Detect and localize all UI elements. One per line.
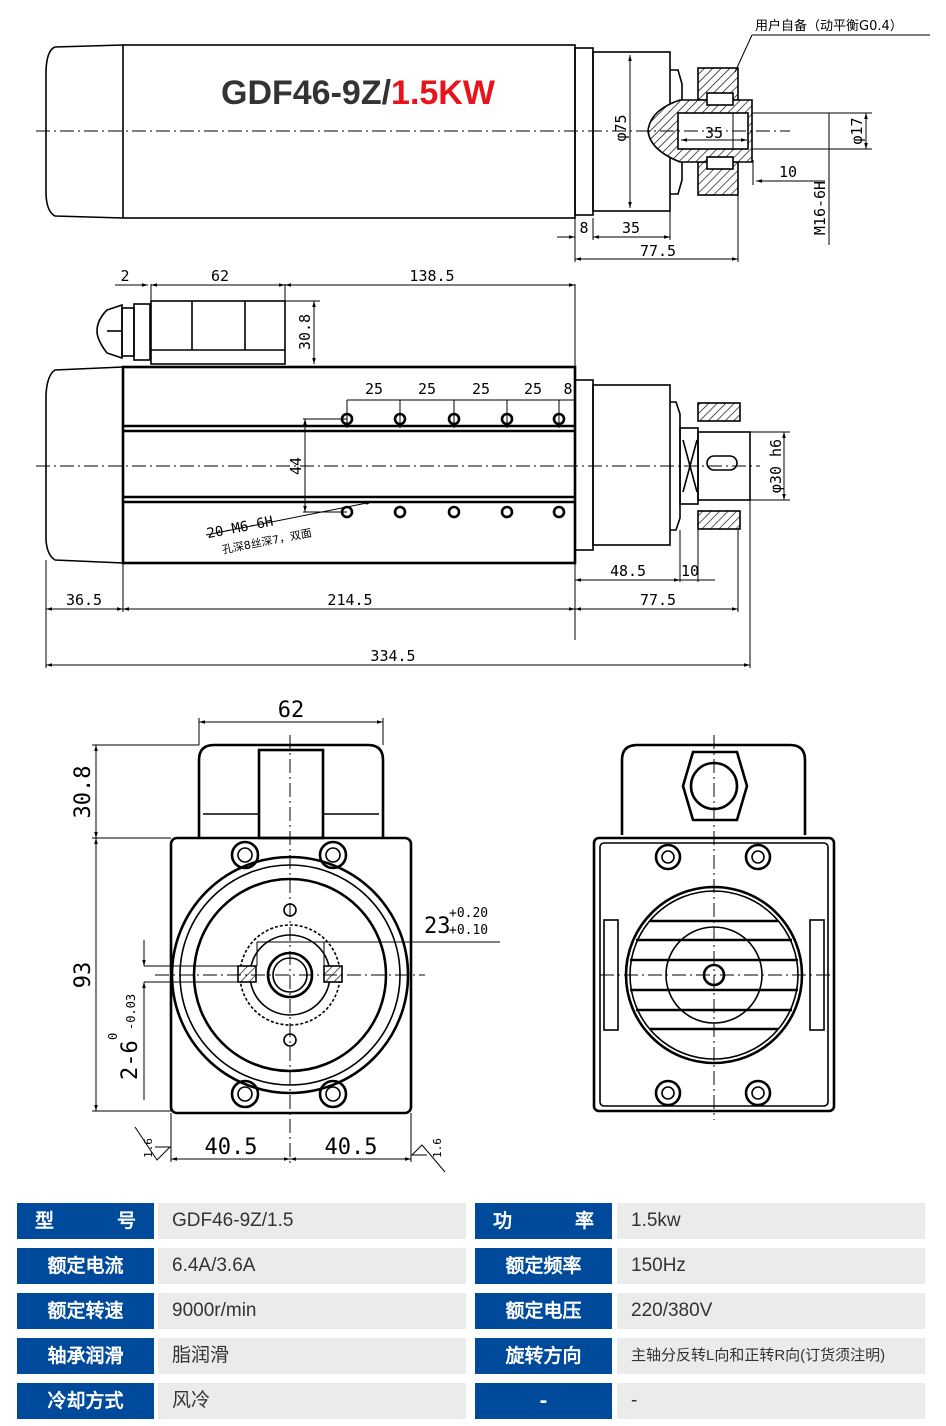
dim-key-lower: -0.03 bbox=[124, 994, 138, 1030]
dim-slot-lower: +0.10 bbox=[449, 923, 488, 938]
spec-value-power: 1.5kw bbox=[617, 1203, 925, 1239]
dim-62-front: 62 bbox=[278, 698, 305, 723]
dim-77-5-side: 77.5 bbox=[640, 591, 676, 609]
mount-holes-top bbox=[340, 412, 566, 426]
dim-2: 2 bbox=[120, 267, 129, 285]
dim-8: 8 bbox=[579, 219, 588, 237]
dim-phi75: φ75 bbox=[612, 114, 630, 141]
dim-pitch-5: 8 bbox=[563, 380, 572, 398]
dim-phi30: φ30 h6 bbox=[767, 439, 785, 493]
technical-drawing: φ75 35 φ17 10 M16-6H 8 35 77.5 用户自备（动平衡G… bbox=[36, 18, 930, 1173]
spec-label-current: 额定电流 bbox=[17, 1248, 154, 1284]
dim-138-5: 138.5 bbox=[409, 267, 454, 285]
spec-value-voltage: 220/380V bbox=[617, 1293, 925, 1329]
mount-holes-bottom bbox=[340, 505, 566, 519]
side-motor-body bbox=[121, 365, 577, 565]
dim-40-5-left: 40.5 bbox=[205, 1135, 258, 1160]
rear-bolt-holes bbox=[654, 843, 772, 1107]
front-view: 62 30.8 93 2-6 0 -0.03 23 +0.20 +0.10 40… bbox=[71, 698, 500, 1173]
spec-label-empty: - bbox=[475, 1383, 612, 1419]
dim-pitch-1: 25 bbox=[365, 380, 383, 398]
dim-334-5: 334.5 bbox=[370, 647, 415, 665]
roughness-right: 1.6 bbox=[431, 1138, 444, 1158]
roughness-symbol-right bbox=[410, 1144, 446, 1173]
spec-value-frequency: 150Hz bbox=[617, 1248, 925, 1284]
spec-value-rotation: 主轴分反转L向和正转R向(订货须注明) bbox=[617, 1338, 925, 1374]
dim-key-width: 2-6 bbox=[118, 1040, 143, 1080]
dim-collet-depth: 35 bbox=[705, 124, 723, 142]
spec-label-model: 型号 bbox=[17, 1203, 154, 1239]
label-char: 号 bbox=[116, 1210, 136, 1232]
model-title: GDF46-9Z/1.5KW bbox=[221, 74, 496, 112]
roughness-symbol-left bbox=[134, 1126, 172, 1161]
dim-214-5: 214.5 bbox=[327, 591, 372, 609]
spec-value-cooling: 风冷 bbox=[158, 1383, 466, 1419]
dim-30-8-front: 30.8 bbox=[71, 766, 96, 819]
spec-label-lubrication: 轴承润滑 bbox=[17, 1338, 154, 1374]
top-view: φ75 35 φ17 10 M16-6H 8 35 77.5 用户自备（动平衡G… bbox=[36, 18, 930, 262]
roughness-left: 1.6 bbox=[142, 1138, 155, 1158]
dim-pitch-4: 25 bbox=[524, 380, 542, 398]
dim-key-upper: 0 bbox=[106, 1033, 120, 1040]
dim-44: 44 bbox=[287, 457, 305, 475]
dim-36-5: 36.5 bbox=[66, 591, 102, 609]
note-user-supplied: 用户自备（动平衡G0.4） bbox=[755, 18, 903, 34]
spec-label-power: 功率 bbox=[475, 1203, 612, 1239]
spec-value-current: 6.4A/3.6A bbox=[158, 1248, 466, 1284]
spec-label-rotation: 旋转方向 bbox=[475, 1338, 612, 1374]
dim-77-5-top: 77.5 bbox=[640, 242, 676, 260]
spec-value-lubrication: 脂润滑 bbox=[158, 1338, 466, 1374]
dim-pitch-3: 25 bbox=[472, 380, 490, 398]
model-power: 1.5KW bbox=[391, 74, 496, 112]
dim-slot: 23 bbox=[424, 914, 451, 939]
spec-label-cooling: 冷却方式 bbox=[17, 1383, 154, 1419]
rear-view bbox=[592, 735, 836, 1120]
spec-label-frequency: 额定频率 bbox=[475, 1248, 612, 1284]
dim-10: 10 bbox=[779, 163, 797, 181]
dim-48-5: 48.5 bbox=[610, 562, 646, 580]
spec-label-speed: 额定转速 bbox=[17, 1293, 154, 1329]
rear-gland-nut bbox=[681, 750, 749, 822]
end-cap bbox=[45, 44, 124, 219]
spec-label-voltage: 额定电压 bbox=[475, 1293, 612, 1329]
dim-key-base: 2-6 bbox=[118, 1040, 143, 1080]
dim-30-8-side: 30.8 bbox=[296, 314, 314, 350]
spec-value-empty: - bbox=[617, 1383, 925, 1419]
dim-93: 93 bbox=[71, 962, 96, 989]
dim-40-5-right: 40.5 bbox=[325, 1135, 378, 1160]
cable-gland bbox=[96, 303, 123, 360]
spec-value-model: GDF46-9Z/1.5 bbox=[158, 1203, 466, 1239]
nut-slot-top bbox=[706, 92, 734, 106]
dim-62-side: 62 bbox=[211, 267, 229, 285]
dim-35: 35 bbox=[622, 219, 640, 237]
dim-phi17: φ17 bbox=[848, 117, 866, 144]
dim-10-side: 10 bbox=[681, 562, 699, 580]
junction-box bbox=[150, 300, 286, 365]
side-view: 2 62 138.5 30.8 25 25 25 25 8 44 20-M6-6… bbox=[36, 267, 790, 668]
label-char: 型 bbox=[35, 1210, 55, 1232]
dim-pitch-2: 25 bbox=[418, 380, 436, 398]
front-bolt-holes bbox=[230, 840, 348, 1109]
label-char: 功 bbox=[493, 1210, 513, 1232]
dim-thread: M16-6H bbox=[811, 181, 829, 235]
model-name: GDF46-9Z/ bbox=[221, 74, 392, 112]
front-junction-box bbox=[197, 743, 385, 838]
label-char: 率 bbox=[574, 1210, 594, 1232]
nut-slot-bottom bbox=[706, 156, 734, 170]
side-end-cap bbox=[45, 366, 124, 564]
spec-value-speed: 9000r/min bbox=[158, 1293, 466, 1329]
dim-slot-upper: +0.20 bbox=[449, 906, 488, 921]
